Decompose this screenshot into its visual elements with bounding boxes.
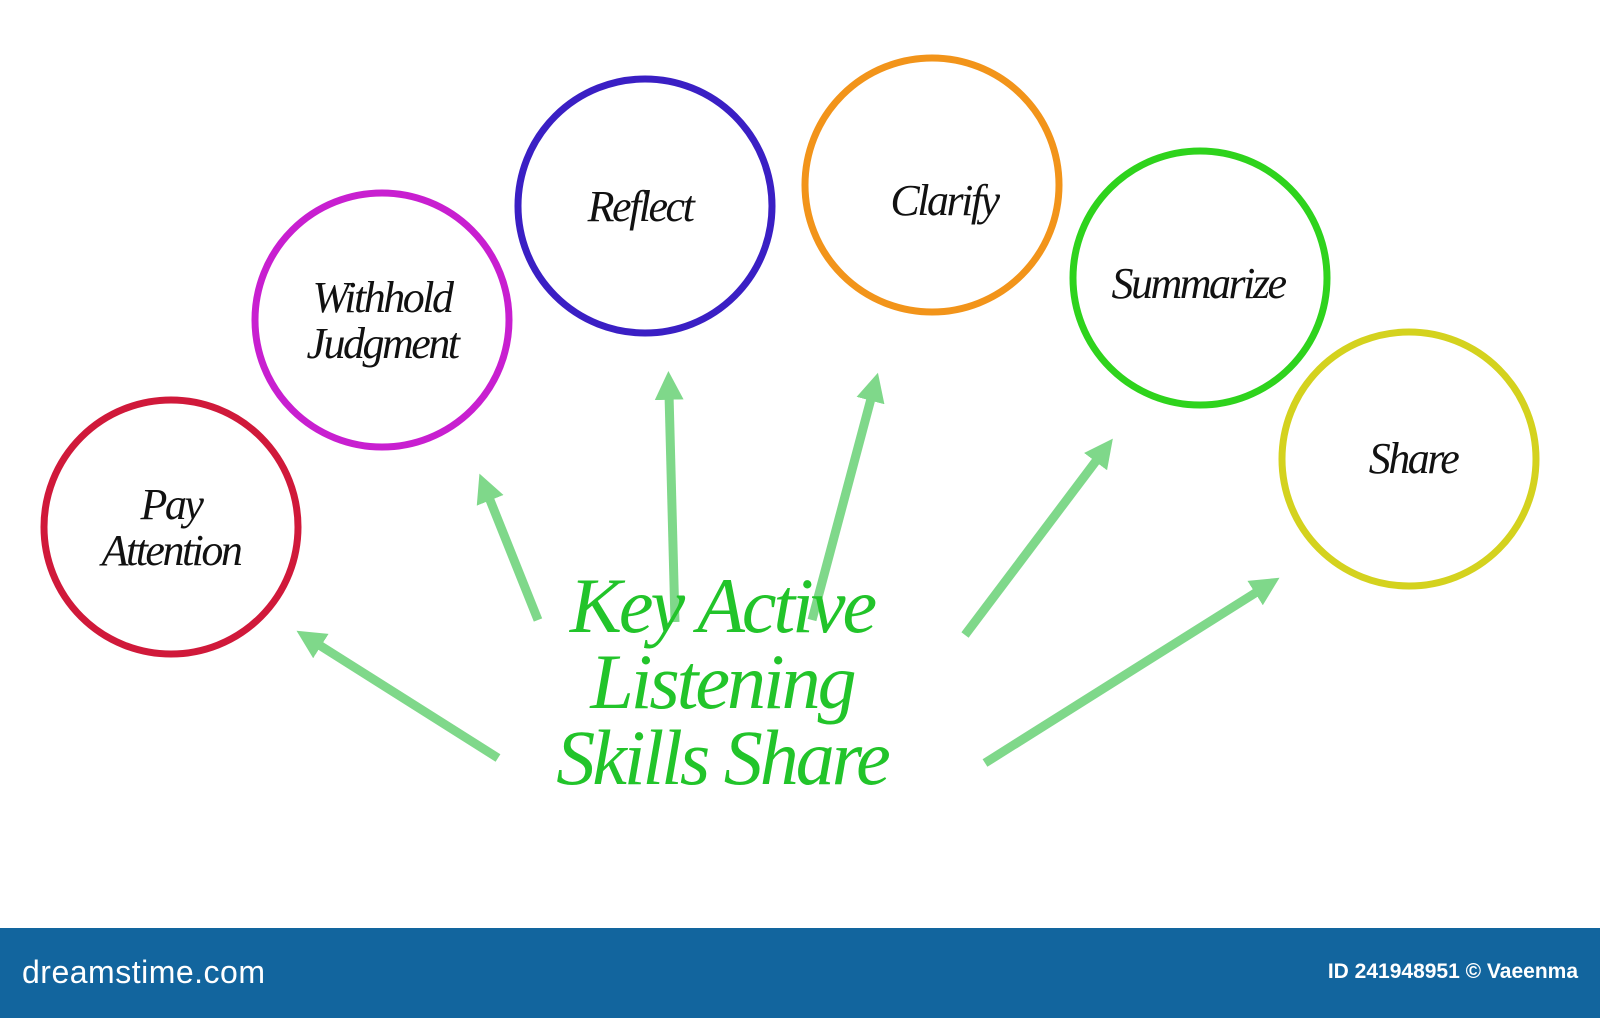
label-line: Withhold	[313, 273, 455, 322]
arrow-to-clarify	[807, 372, 885, 622]
brand-name: dreamstime.com	[22, 954, 266, 990]
node-label: Share	[1369, 434, 1459, 483]
label-line: Listening	[589, 638, 854, 725]
label-line: Key Active	[569, 562, 876, 649]
label-line: Clarify	[890, 176, 1000, 225]
arrow-to-summarize	[961, 438, 1113, 638]
arrow-to-reflect	[654, 370, 684, 623]
node-circle	[40, 396, 302, 658]
node-reflect: Reflect	[514, 75, 776, 337]
arrow-to-withhold-judgment	[476, 473, 543, 622]
node-circle	[801, 54, 1063, 316]
label-line: Reflect	[587, 182, 697, 231]
node-summarize: Summarize	[1069, 147, 1331, 409]
label-line: Pay	[140, 480, 205, 529]
node-clarify: Clarify	[801, 54, 1063, 316]
node-circle	[1278, 328, 1540, 590]
node-label: Clarify	[890, 176, 1000, 225]
label-line: Attention	[99, 526, 242, 575]
label-line: Judgment	[306, 319, 461, 368]
label-line: Skills Share	[556, 714, 889, 801]
node-circle	[1069, 147, 1331, 409]
node-circle	[251, 189, 513, 451]
arrow-to-pay-attention	[296, 630, 501, 762]
image-credit: ID 241948951 © Vaeenma	[1327, 960, 1578, 983]
node-label: Reflect	[587, 182, 697, 231]
arrows	[296, 370, 1280, 767]
label-line: Share	[1369, 434, 1459, 483]
label-line: Summarize	[1111, 259, 1286, 308]
node-share: Share	[1278, 328, 1540, 590]
footer-banner: dreamstime.com ID 241948951 © Vaeenma	[0, 928, 1600, 1018]
arrow-to-share	[982, 577, 1280, 767]
node-label: Summarize	[1111, 259, 1286, 308]
node-circle	[514, 75, 776, 337]
